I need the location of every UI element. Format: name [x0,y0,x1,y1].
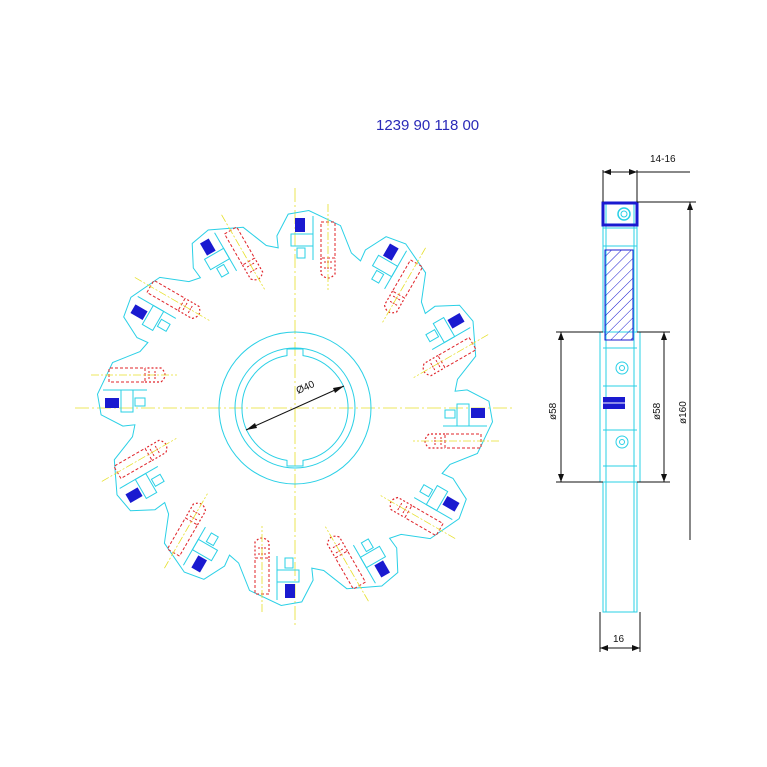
insert [295,218,305,232]
clamp-wedge [419,484,434,498]
insert [125,487,143,503]
screw-thread [192,510,201,516]
screw-centerline [382,247,426,323]
dim-width-bottom-label: 16 [613,634,625,645]
insert [382,243,399,261]
side-insert-top [601,201,639,227]
hub-middle-circle [234,347,356,469]
insert-pocket [456,403,470,427]
part-number: 1239 90 118 00 [376,117,479,134]
side-body-lower [602,481,638,613]
insert-pocket [120,389,134,413]
tooth-face [214,232,238,272]
clamp-wedge [371,269,385,284]
tooth-12 [200,214,265,290]
tooth-face [413,497,453,521]
tooth-face [137,295,177,319]
clamp-wedge [444,409,456,419]
dim-arrow [661,474,667,482]
dim-arrow [558,332,564,340]
screw-thread [332,543,341,549]
screw-centerline [164,493,208,569]
clamp-wedge [296,247,306,259]
insert-screw-top-inner [620,210,628,218]
tooth-face [431,327,471,351]
bore-dim-arrow-right [333,386,344,393]
bore-dimension-line [245,385,345,431]
bore-dim-arrow-left [246,423,257,430]
cutter-teeth [91,204,499,612]
clamp-wedge [134,397,146,407]
insert [191,555,208,573]
side-screw-2-inner [619,439,625,445]
clamp-wedge [205,532,219,547]
insert [374,560,390,578]
front-view: Ø40 [75,188,515,628]
bore-with-keyways [241,348,349,467]
tooth-7 [254,526,300,612]
tooth-3 [413,313,489,378]
dim-diam-inner-left-label: ø58 [548,402,559,420]
tooth-face [119,465,159,489]
screw-centerline [134,277,210,321]
insert-pocket [276,569,300,583]
insert-screw-top [617,207,631,221]
dim-arrow [687,202,693,210]
screw-centerline [413,334,489,378]
tooth-5 [380,484,460,539]
side-screw-1-inner [619,365,625,371]
tooth-face [384,250,408,290]
dim-arrow [603,169,611,175]
dim-arrow [629,169,637,175]
insert [130,304,148,321]
insert [447,313,465,329]
cutter-body-outline [96,209,494,607]
tooth-face [352,544,376,584]
tooth-6 [325,526,390,602]
dim-arrow [661,332,667,340]
tooth-9 [101,438,177,503]
dim-diam-inner-right-label: ø58 [652,402,663,420]
dim-arrow [632,645,640,651]
tooth-10 [91,367,177,413]
clamp-wedge [216,263,230,278]
insert [442,495,460,512]
side-view: 14-16 16 ø58 ø58 ø160 [548,154,696,652]
insert [200,238,216,256]
insert [285,584,295,598]
screw-centerline [101,438,177,482]
tooth-1 [290,204,336,290]
tooth-4 [413,403,499,449]
side-screw-1 [615,361,629,375]
tooth-11 [130,277,210,332]
clamp-wedge [360,538,374,553]
side-screw-2 [615,435,629,449]
dim-diam-outer-label: ø160 [678,401,689,424]
clamp-wedge [284,557,294,569]
tooth-face [182,526,206,566]
dim-arrow [558,474,564,482]
clamp-wedge [150,473,165,487]
dim-width-top-label: 14-16 [650,154,676,165]
clamp-wedge [156,318,171,332]
dim-arrow [600,645,608,651]
screw-centerline [325,526,369,602]
screw-centerline [380,495,456,539]
tooth-2 [371,243,426,323]
clamp-wedge [425,329,440,343]
bore-diameter-label: Ø40 [295,379,317,397]
insert [471,408,485,418]
insert-pocket [290,233,314,247]
insert [105,398,119,408]
hub-outer-circle [218,331,372,485]
screw-centerline [221,214,265,290]
hatched-section [604,249,634,341]
tooth-8 [164,493,219,573]
